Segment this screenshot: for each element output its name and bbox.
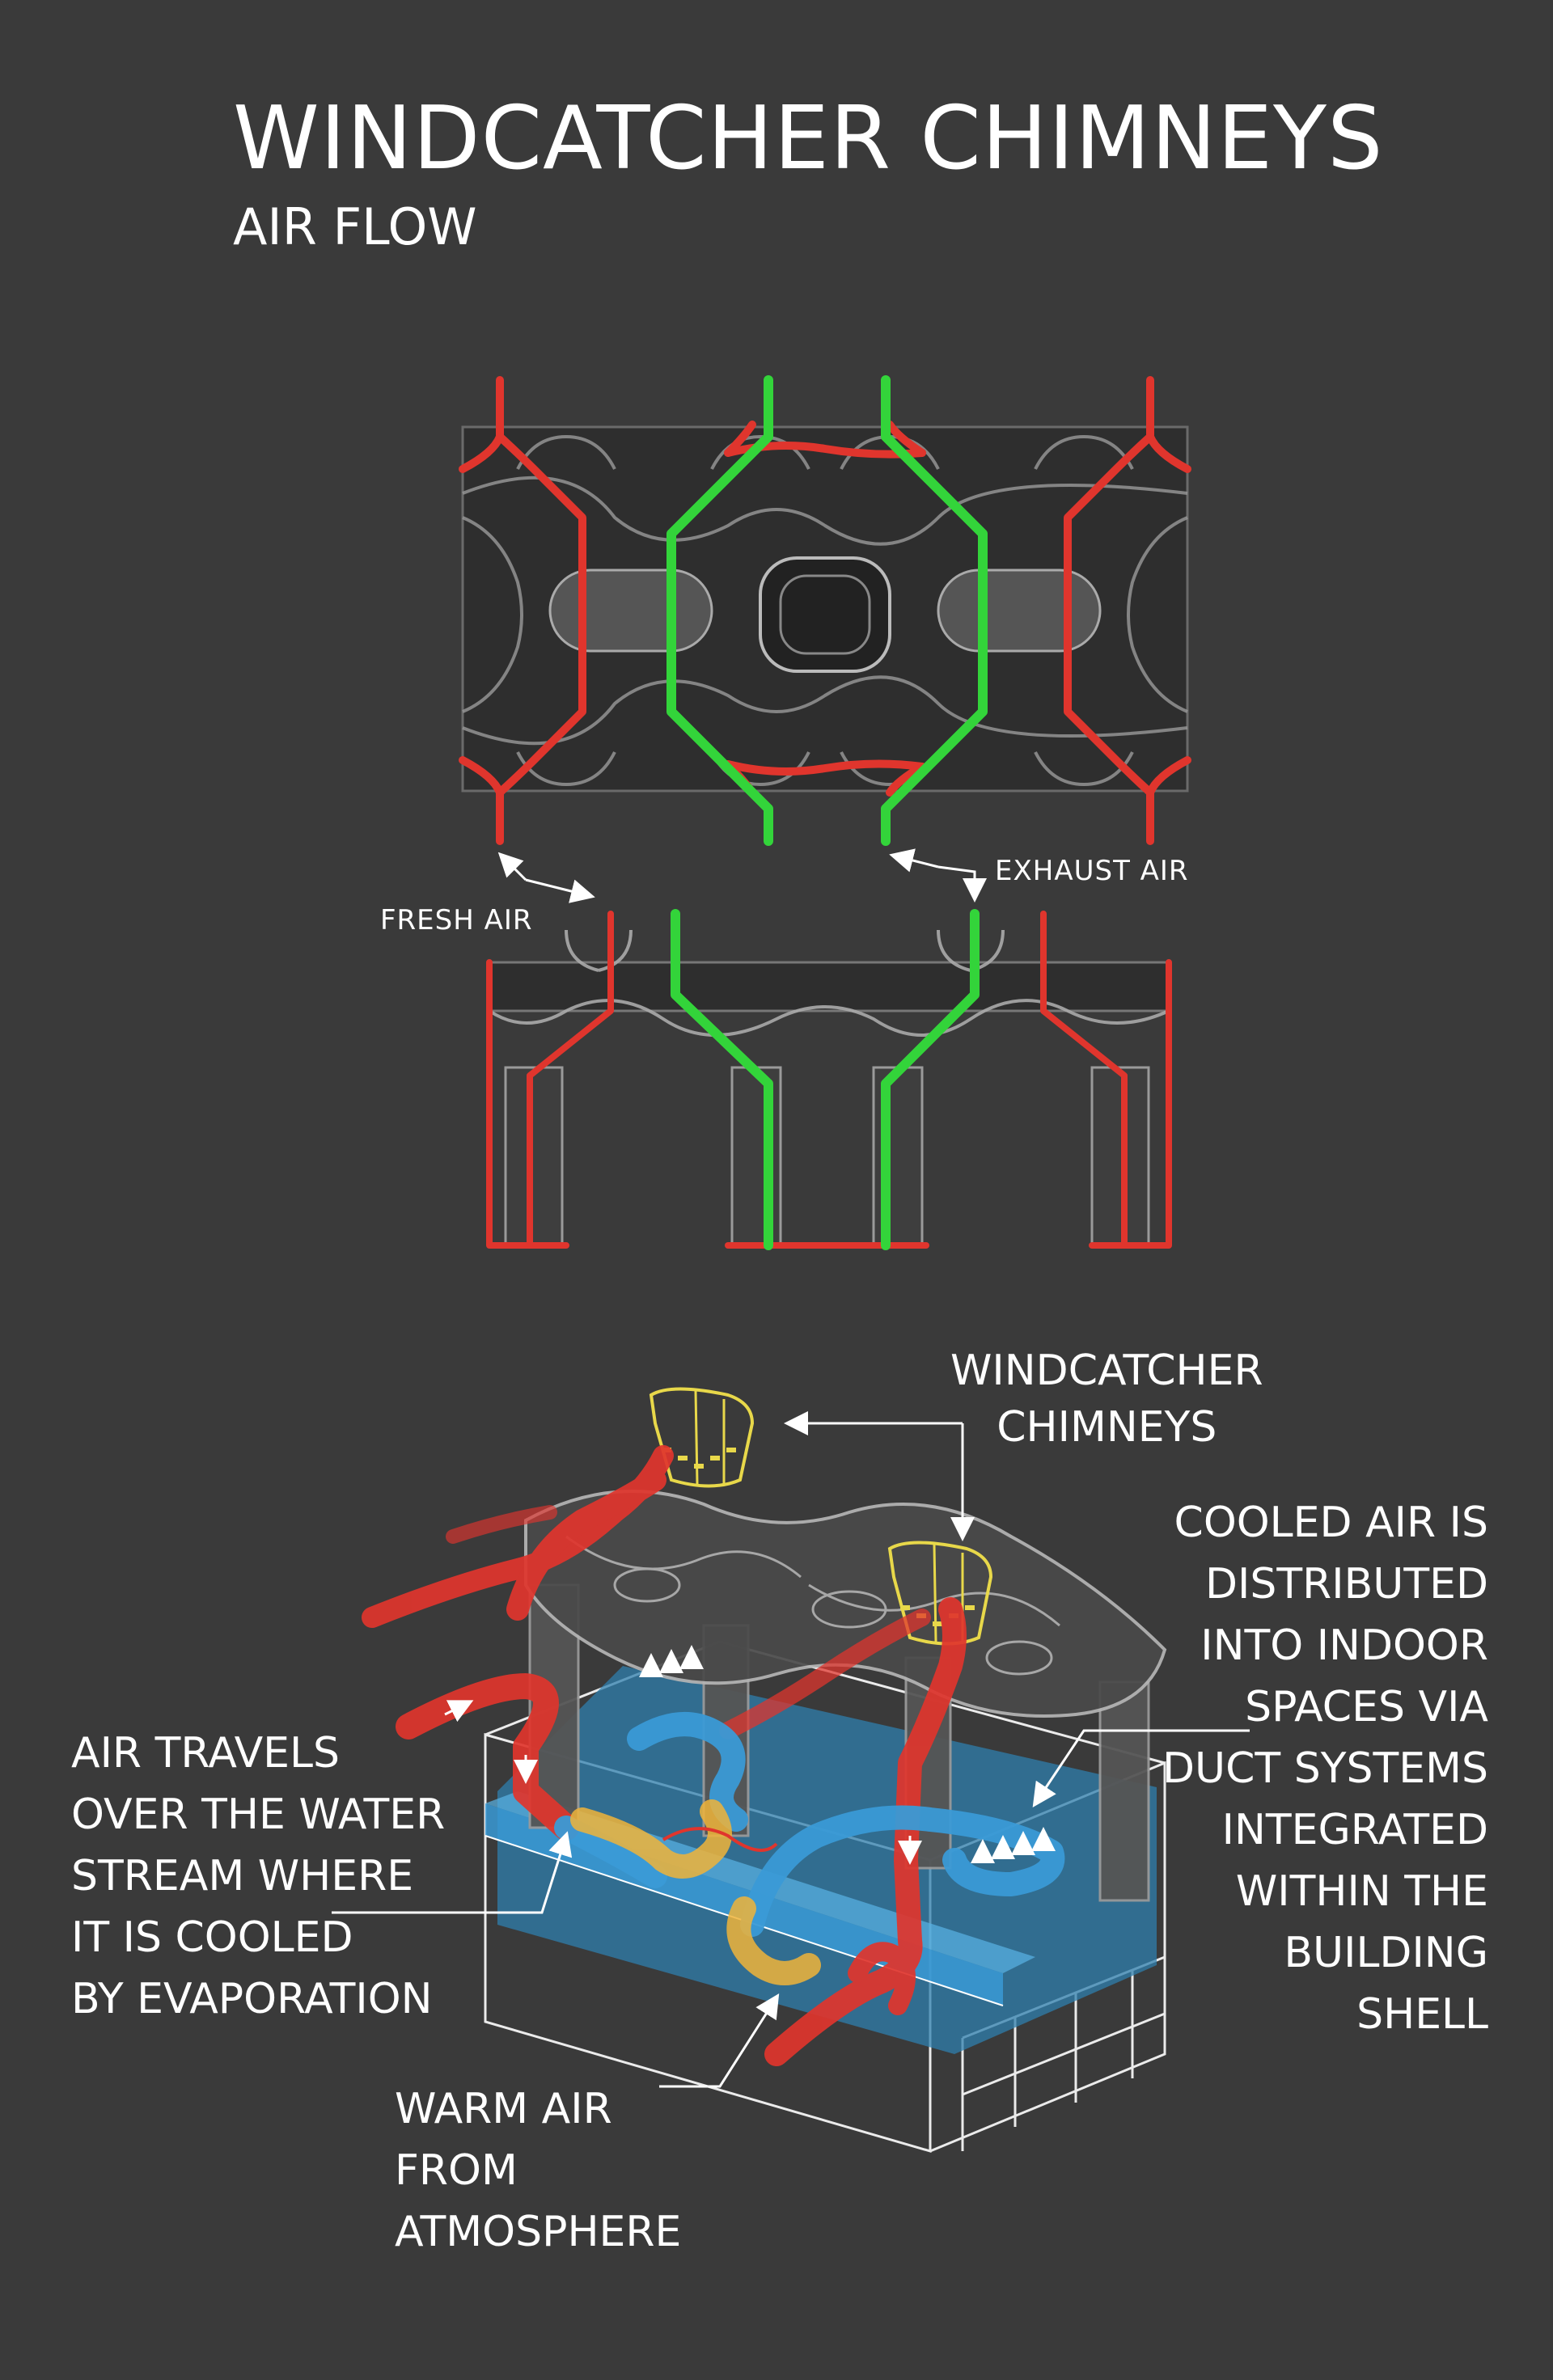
fresh-air-label: FRESH AIR [380,904,533,936]
cooled-air-line-3: INTO INDOOR [1200,1621,1488,1670]
cooled-air-note: COOLED AIR IS DISTRIBUTED INTO INDOOR SP… [1162,1492,1488,2045]
windcatcher-chimney-1 [649,1387,755,1488]
warm-air-line-3: ATMOSPHERE [395,2208,682,2256]
cooled-air-line-8: BUILDING [1284,1929,1488,1977]
section-view [486,909,1172,1250]
cooled-air-line-2: DISTRIBUTED [1204,1560,1488,1609]
cooled-air-line-1: COOLED AIR IS [1174,1499,1488,1547]
cooled-air-line-7: WITHIN THE [1235,1867,1488,1916]
air-travels-note: AIR TRAVELS OVER THE WATER STREAM WHERE … [71,1723,445,2030]
plan-void-left [548,569,713,653]
air-travels-line-3: STREAM WHERE [71,1852,414,1900]
page-subtitle: AIR FLOW [233,197,477,256]
section-exhaust-air-ducts [671,909,980,1250]
evaporative-cooling-flow [570,1799,821,1985]
air-travels-line-4: IT IS COOLED [71,1913,353,1962]
cooled-air-line-9: SHELL [1356,1990,1488,2039]
windcatcher-label-line-2: CHIMNEYS [997,1403,1217,1452]
plan-view [459,375,1191,846]
warm-air-line-1: WARM AIR [395,2085,612,2133]
air-travels-line-1: AIR TRAVELS [71,1729,341,1778]
section-fresh-air-ducts [486,911,1172,1249]
windcatcher-label-line-1: WINDCATCHER [950,1346,1263,1395]
windcatcher-chimneys-label: WINDCATCHER CHIMNEYS [950,1342,1263,1456]
cooled-air-line-5: DUCT SYSTEMS [1162,1744,1488,1793]
cooled-air-line-6: INTEGRATED [1221,1806,1488,1854]
air-travels-line-2: OVER THE WATER [71,1790,446,1839]
plan-exhaust-air-ducts [666,375,988,846]
warm-air-note: WARM AIR FROM ATMOSPHERE [395,2078,681,2263]
plan-center-void [759,556,891,673]
warm-air-flow [362,1445,967,2066]
plan-void-right [937,569,1102,653]
air-travels-line-5: BY EVAPORATION [71,1975,433,2023]
warm-air-line-2: FROM [395,2146,518,2195]
axon-leader-lines [332,1411,1250,2088]
page-title: WINDCATCHER CHIMNEYS [233,88,1384,189]
plan-annotation-arrows [497,848,987,903]
cooled-air-flow [554,1712,1065,1937]
axonometric-view [332,1387,1250,2153]
cooled-air-line-4: SPACES VIA [1245,1683,1488,1731]
exhaust-air-label: EXHAUST AIR [995,855,1189,887]
